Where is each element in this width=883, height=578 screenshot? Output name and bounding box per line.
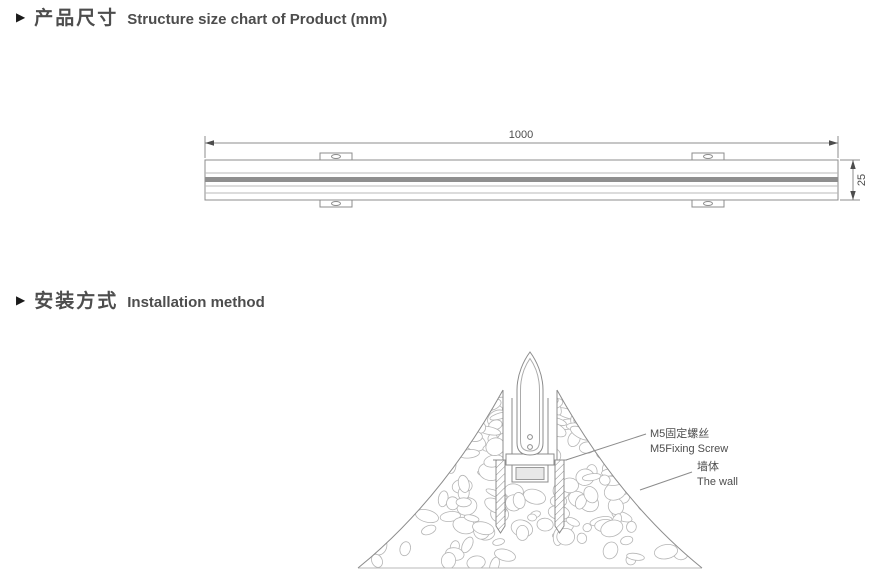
mounting-clip-top-left <box>319 152 353 161</box>
wall-label-en: The wall <box>697 476 738 488</box>
junction-box <box>511 464 549 483</box>
light-fixture <box>516 351 544 456</box>
mounting-clip-bottom-right <box>691 199 725 208</box>
section-title-zh: 安装方式 <box>34 291 119 312</box>
section-title-en: Structure size chart of Product (mm) <box>127 11 388 28</box>
bullet-arrow-icon: ▶ <box>16 292 26 307</box>
mounting-clip-top-right <box>691 152 725 161</box>
section-header-installation: ▶ 安装方式 Installation method <box>16 286 265 313</box>
height-dimension: 25 <box>840 159 868 201</box>
section-header-product-size: ▶ 产品尺寸 Structure size chart of Product (… <box>16 3 387 30</box>
mounting-bracket <box>511 398 549 460</box>
bar-profile <box>204 159 839 201</box>
anchor-screw-left <box>493 459 508 534</box>
wall-outline <box>357 389 703 569</box>
length-dimension-label: 1000 <box>509 129 533 141</box>
wall-annotation: 墙体 The wall <box>639 459 738 491</box>
section-title-zh: 产品尺寸 <box>34 8 119 29</box>
height-dimension-label: 25 <box>856 174 868 186</box>
wall-label-zh: 墙体 <box>697 459 719 473</box>
fixture-screw-hole <box>527 434 533 440</box>
screw-annotation: M5固定螺丝 M5Fixing Screw <box>565 426 728 461</box>
screw-label-en: M5Fixing Screw <box>650 443 728 455</box>
base-flange <box>505 453 555 466</box>
installation-drawing: M5固定螺丝 M5Fixing Screw 墙体 The wall <box>340 348 770 578</box>
fixture-screw-hole <box>527 444 533 450</box>
bullet-arrow-icon: ▶ <box>16 9 26 24</box>
section-title-en: Installation method <box>127 294 265 311</box>
structure-size-drawing: 1000 <box>190 120 883 235</box>
mounting-clip-bottom-left <box>319 199 353 208</box>
structure-size-svg: 1000 <box>204 129 868 208</box>
length-dimension: 1000 <box>204 129 839 158</box>
wall-stone-pattern <box>371 395 690 568</box>
installation-svg: M5固定螺丝 M5Fixing Screw 墙体 The wall <box>357 351 738 569</box>
screw-label-zh: M5固定螺丝 <box>650 426 709 440</box>
